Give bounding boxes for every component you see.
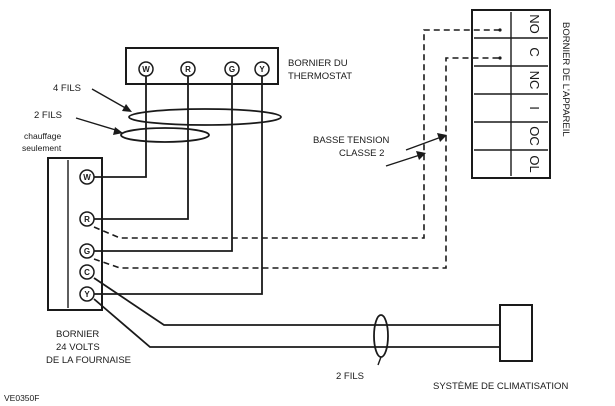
two-wires-label: 2 FILS: [34, 110, 62, 121]
appliance-terminal-nc: NC: [527, 71, 542, 90]
furnace-terminal-y: Y: [84, 290, 90, 299]
thermostat-wires: [94, 76, 263, 295]
thermostat-block-label-line1: BORNIER DU: [288, 58, 348, 69]
low-voltage-label-line1: BASSE TENSION: [313, 135, 390, 146]
wire-r: [94, 76, 189, 220]
furnace-terminal-w: W: [83, 173, 91, 182]
four-wire-bundle-ring: [128, 108, 282, 126]
heating-only-label-line1: chauffage: [24, 131, 61, 141]
thermostat-terminal-g: G: [229, 65, 235, 74]
wire-y: [94, 76, 263, 295]
low-voltage-label-line2: CLASSE 2: [339, 148, 384, 159]
appliance-terminal-i: I: [527, 106, 542, 110]
dashed-wire-r-to-no: [93, 29, 500, 239]
two-wire-bundle-ring: [120, 127, 210, 143]
four-wires-label: 4 FILS: [53, 83, 81, 94]
wire-g: [94, 76, 233, 252]
figure-code: VE0350F: [4, 393, 39, 403]
furnace-terminal-r: R: [84, 215, 90, 224]
furnace-terminal-g: G: [84, 247, 90, 256]
furnace-block-label-line1: BORNIER: [56, 329, 99, 340]
thermostat-terminal-r: R: [185, 65, 191, 74]
appliance-terminal-c: C: [527, 47, 542, 56]
ac-system-box: [499, 304, 533, 362]
heating-only-label-line2: seulement: [22, 143, 62, 153]
appliance-terminal-ol: OL: [527, 155, 542, 172]
ac-system-label: SYSTÈME DE CLIMATISATION: [433, 381, 568, 392]
furnace-block-label-line3: DE LA FOURNAISE: [46, 355, 131, 366]
appliance-terminal-oc: OC: [527, 126, 542, 146]
annotation-leaders: [75, 88, 447, 366]
appliance-block-label: BORNIER DE L'APPAREIL: [560, 22, 571, 137]
low-voltage-wires: [93, 29, 500, 269]
appliance-terminal-block: NO C NC I OC OL: [471, 9, 551, 179]
two-wires-ac-label: 2 FILS: [336, 371, 364, 382]
wire-c-to-ac: [93, 277, 500, 326]
ac-system-wires: [93, 277, 500, 358]
appliance-terminal-no: NO: [527, 14, 542, 34]
dashed-wire-c-to-c: [93, 57, 500, 269]
wire-w: [94, 76, 147, 178]
thermostat-terminal-y: Y: [259, 65, 265, 74]
thermostat-terminal-block: W R G Y: [125, 47, 279, 85]
furnace-block-label-line2: 24 VOLTS: [56, 342, 100, 353]
thermostat-terminal-w: W: [142, 65, 150, 74]
furnace-terminal-c: C: [84, 268, 90, 277]
furnace-terminal-block: W R G C Y: [47, 157, 103, 311]
thermostat-block-label-line2: THERMOSTAT: [288, 71, 352, 82]
wire-y-to-ac: [93, 298, 500, 348]
two-wire-ac-bundle-ring: [373, 314, 389, 358]
